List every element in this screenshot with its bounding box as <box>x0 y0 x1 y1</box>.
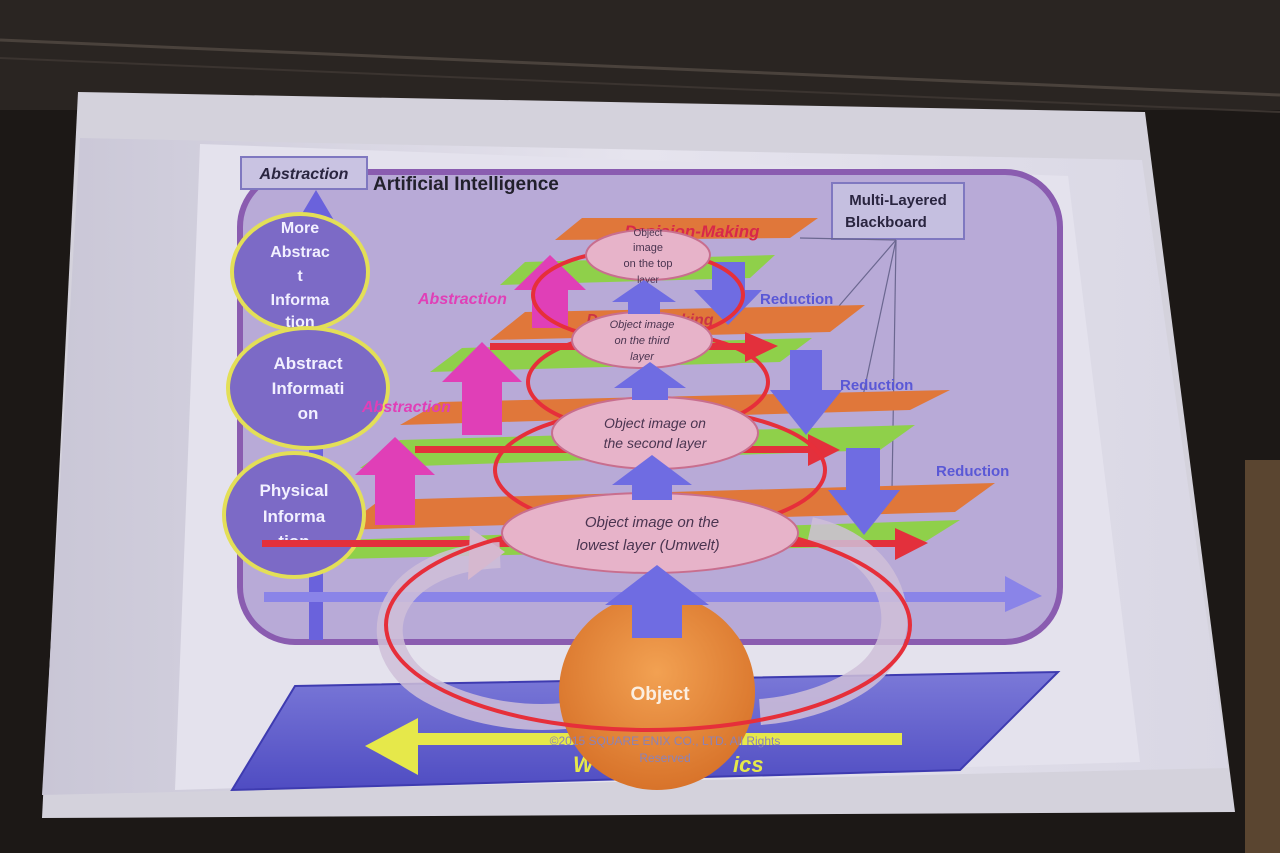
horizontal-axis-arrowhead <box>1005 576 1042 612</box>
upward-arrow-object <box>605 565 709 638</box>
abstract-info-circle <box>226 326 390 450</box>
upward-arrow-lowest <box>612 455 692 500</box>
upward-arrows <box>605 280 709 638</box>
reduction-arrow-1 <box>694 262 762 325</box>
abstraction-label-lower: Abstraction <box>361 399 451 416</box>
reduction-label-top: Reduction <box>760 291 833 308</box>
more-abstract-info-line3: t <box>297 268 303 285</box>
more-abstract-info-line4: Informa <box>271 292 330 309</box>
upward-arrow-third <box>612 280 676 314</box>
ceiling <box>0 0 1280 110</box>
third-object-line1: Object image <box>610 319 675 331</box>
abstraction-arrow-2 <box>442 342 522 435</box>
physical-info-line2: Informa <box>263 507 326 526</box>
abstraction-arrow-3 <box>514 255 586 328</box>
more-abstract-info-line1: More <box>281 220 319 237</box>
red-flow-arrow-second-head <box>808 434 840 466</box>
curtain-right <box>1245 460 1280 853</box>
blackboard-badge-line1: Multi-Layered <box>849 192 947 209</box>
copyright-line2: Reserved <box>639 751 690 765</box>
lowest-object-line2: lowest layer (Umwelt) <box>576 537 719 554</box>
lowest-object-image <box>501 492 799 574</box>
reduction-arrow-2 <box>770 350 842 435</box>
copyright-line1: ©2015 SQUARE ENIX CO., LTD. All Rights <box>550 734 781 748</box>
abstraction-axis-label-box <box>240 156 368 190</box>
abstract-info-line1: Abstract <box>274 354 343 373</box>
slide-title: Artificial Intelligence <box>373 174 559 195</box>
abstraction-arrow-1 <box>355 437 435 525</box>
object-circle <box>559 594 755 790</box>
abstraction-arrows <box>355 255 586 525</box>
blackboard-badge <box>831 182 965 240</box>
top-object-line2: image <box>633 242 663 254</box>
more-abstract-info-line2: Abstrac <box>270 244 330 261</box>
reduction-label-mid: Reduction <box>840 377 913 394</box>
upward-arrow-second <box>614 362 686 400</box>
red-flow-arrow-bottom-head <box>895 528 928 560</box>
third-object-line3: layer <box>630 351 655 363</box>
top-object-line4: layer <box>637 275 659 286</box>
abstraction-axis-label: Abstraction <box>259 166 349 183</box>
abstraction-label-upper: Abstraction <box>417 291 507 308</box>
world-arrow-head <box>365 718 418 775</box>
ceiling-rail <box>0 38 1280 97</box>
lowest-object-line1: Object image on the <box>585 514 719 531</box>
swirl-arrowhead <box>468 528 505 580</box>
swirl-band-right <box>758 517 908 725</box>
red-flow-arrow-third-head <box>745 332 778 362</box>
world-label-end: ics <box>733 752 764 777</box>
top-object-line3: on the top <box>624 258 673 270</box>
reduction-arrows <box>694 262 900 535</box>
ceiling-rail-2 <box>0 57 1280 113</box>
top-object-line1: Object <box>634 228 663 239</box>
abstract-info-line3: on <box>298 404 319 423</box>
reduction-label-bottom: Reduction <box>936 463 1009 480</box>
third-object-line2: on the third <box>614 335 670 347</box>
blackboard-badge-line2: Blackboard <box>845 214 927 231</box>
second-object-line1: Object image on <box>604 415 706 431</box>
abstract-info-line2: Informati <box>272 379 345 398</box>
physical-info-line1: Physical <box>260 481 329 500</box>
object-label: Object <box>630 684 690 705</box>
reduction-arrow-3 <box>828 448 900 535</box>
second-object-line2: the second layer <box>604 435 708 451</box>
top-object-image <box>585 229 711 281</box>
